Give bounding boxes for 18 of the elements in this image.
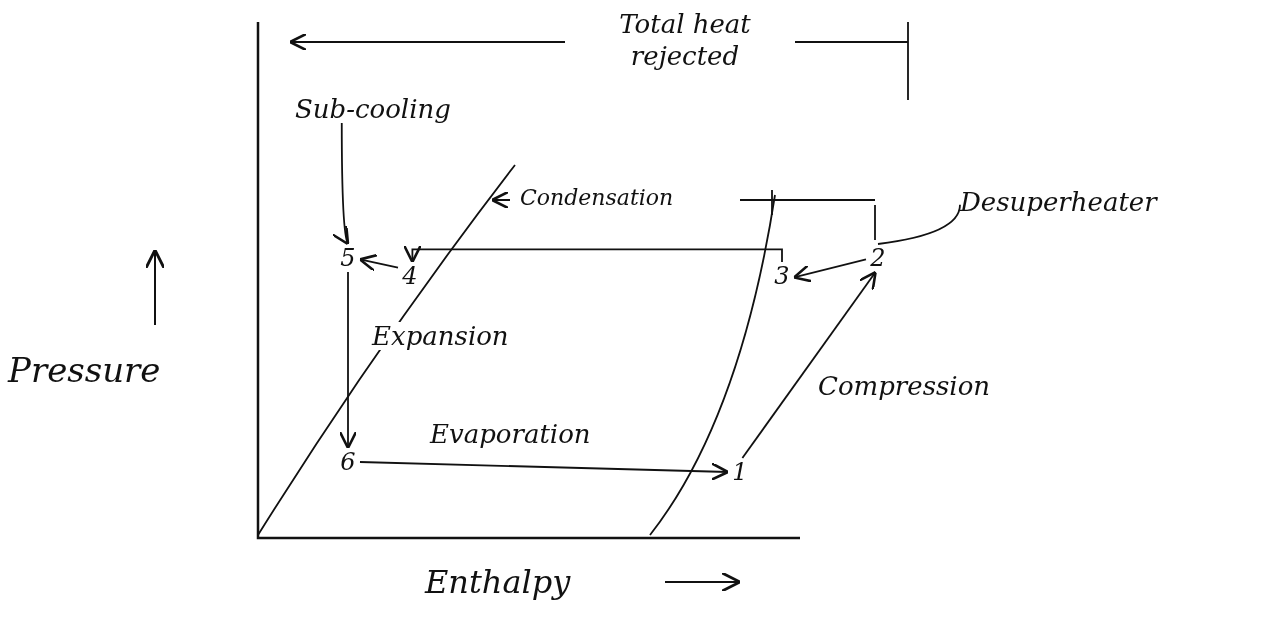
arrow — [741, 270, 877, 459]
state-point-label: 6 — [336, 448, 360, 476]
arrow — [403, 244, 783, 264]
state-point-label: 5 — [336, 244, 360, 272]
annotation-text: Desuperheater — [960, 188, 1157, 216]
leader-line — [332, 122, 351, 246]
state-point-label: 4 — [398, 262, 422, 290]
arrow — [358, 253, 399, 273]
state-point-label: 3 — [770, 262, 794, 290]
arrow — [359, 461, 730, 481]
state-point-label: 2 — [866, 244, 890, 272]
leader-line — [877, 203, 961, 245]
arrow — [792, 258, 867, 283]
annotation-text: Sub-cooling — [295, 95, 451, 123]
edge-label: Expansion — [372, 322, 509, 350]
state-point-label: 1 — [728, 458, 752, 486]
axis-label: Pressure — [8, 356, 161, 384]
arrow — [338, 271, 358, 450]
